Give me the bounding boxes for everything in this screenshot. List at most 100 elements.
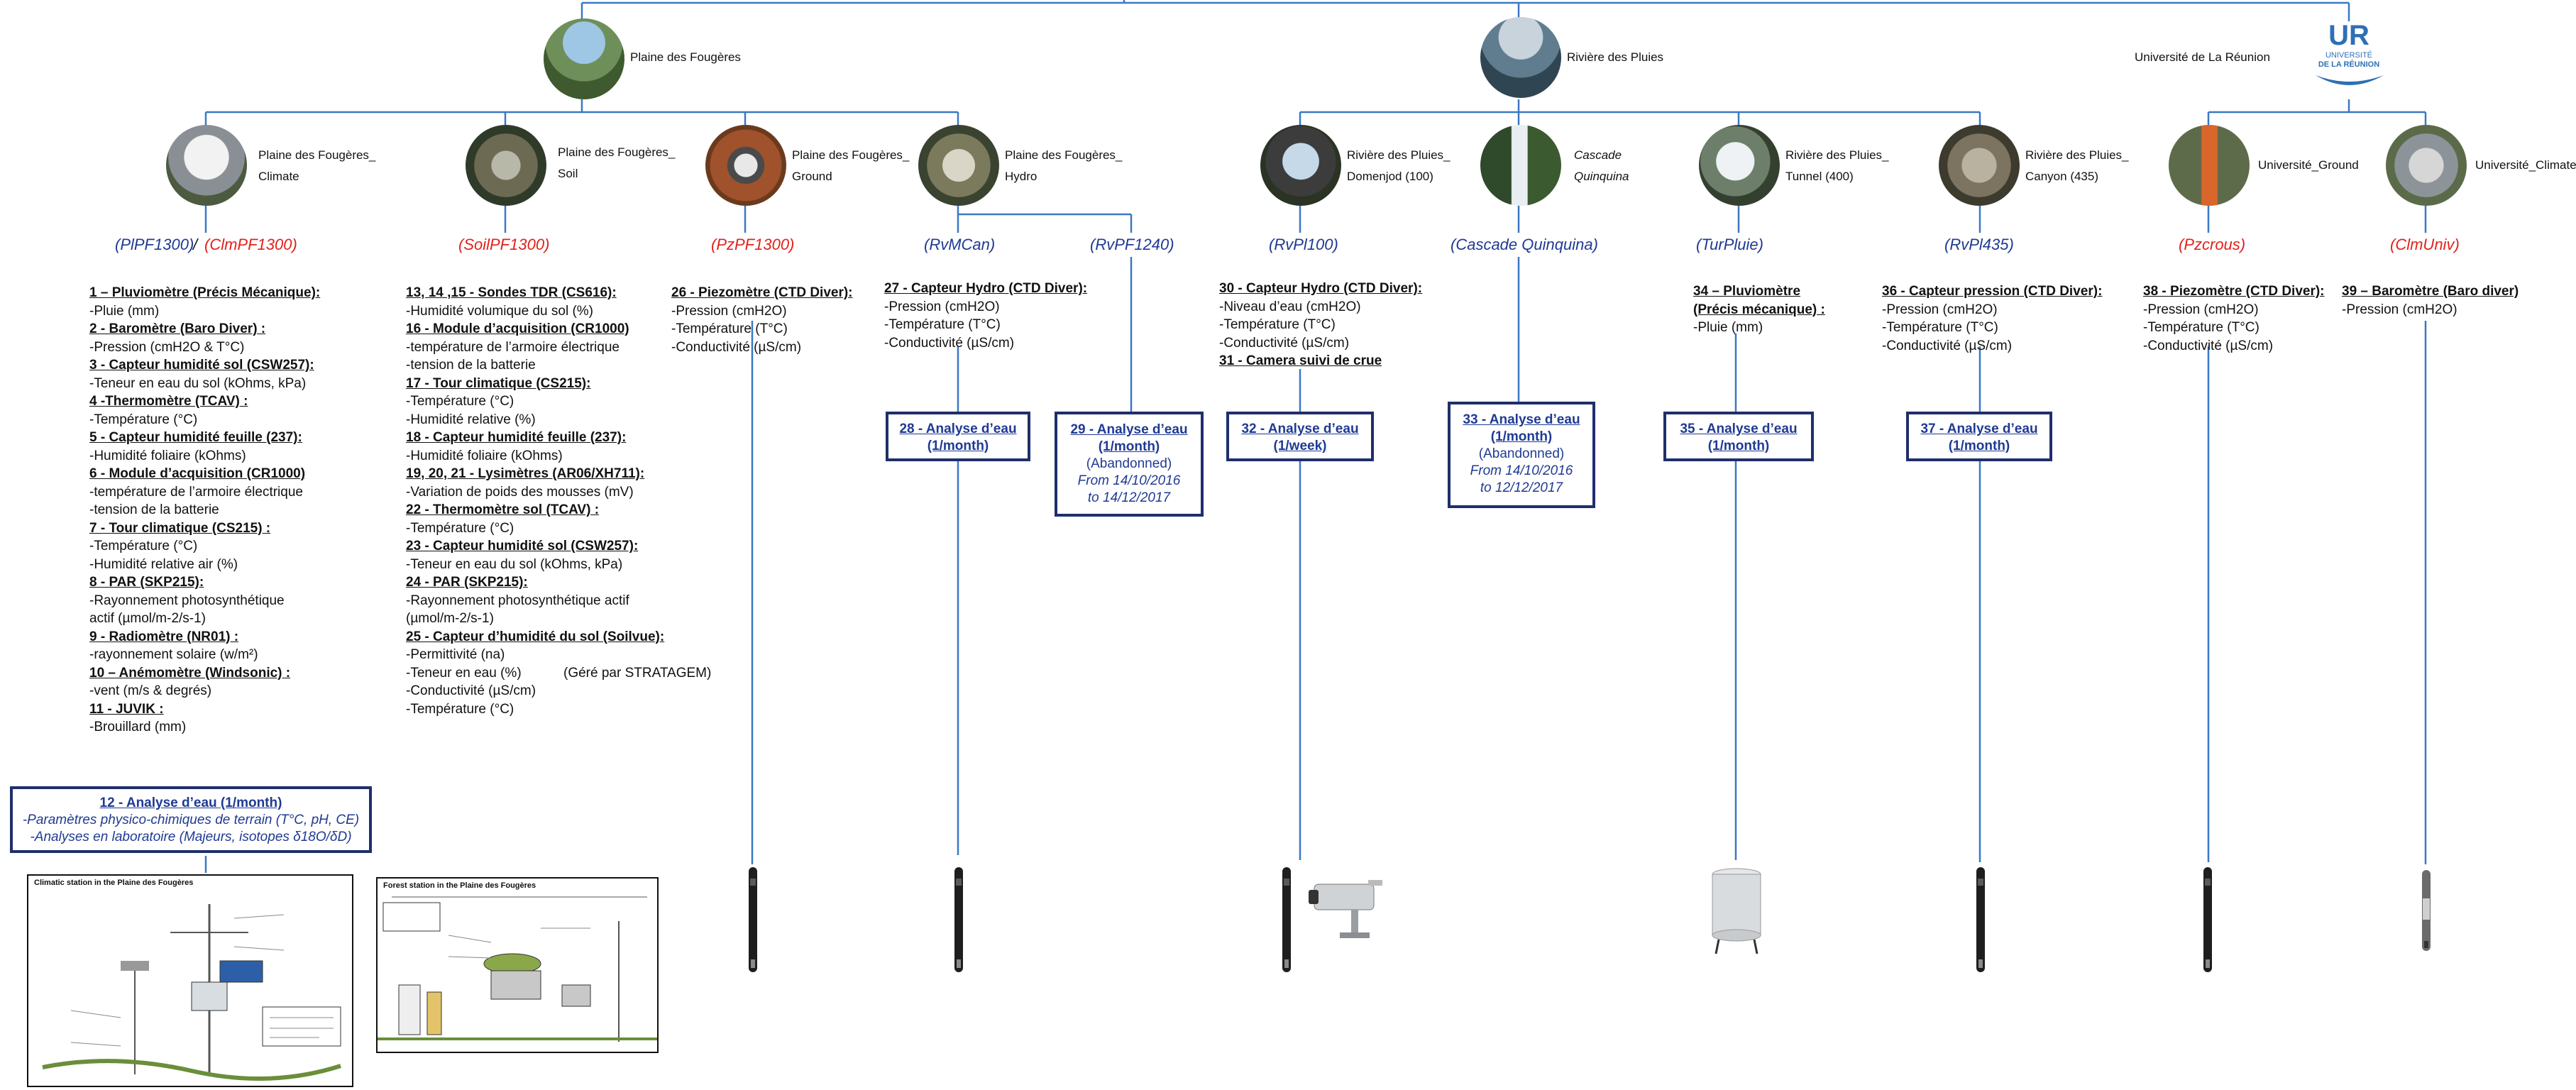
station-photo-canyon [1939,125,2020,206]
sensor-list-ground: 26 - Piezomètre (CTD Diver): -Pression (c… [671,284,853,356]
sensor-parameter: -Température (°C) [406,520,514,536]
station-photo-uground [2169,125,2250,206]
sensor-list-hydro: 27 - Capteur Hydro (CTD Diver): -Pression… [884,280,1087,352]
station-photo-cascade [1480,125,1561,206]
sensor-parameter: -Température (°C) [89,412,198,427]
sensor-parameter: -Brouillard (mm) [89,720,187,734]
sensor-title: 6 - Module d’acquisition (CR1000) [89,466,306,481]
code-slash: / [193,236,198,253]
diver-probe-icon-hydro [954,867,963,972]
location-label-universite: Université de La Réunion [2135,50,2270,64]
sensor-title: 16 - Module d’acquisition (CR1000) [406,321,629,336]
diver-probe-icon-uground [2203,867,2212,972]
station-label-soil: Plaine des Fougères_Soil [558,145,676,180]
sensor-title: 31 - Camera suivi de crue [1219,353,1382,368]
sensor-title: 9 - Radiomètre (NR01) : [89,629,239,644]
sensor-title: 5 - Capteur humidité feuille (237): [89,430,302,445]
forest-station-title: Forest station in the Plaine des Fougère… [383,881,536,890]
sensor-parameter: -Teneur en eau (%) [406,665,522,681]
sensor-parameter: -Pression (cmH2O) [2143,302,2259,317]
station-label-canyon: Rivière des Pluies_Canyon (435) [2025,148,2129,183]
sensor-parameter: -Pression (cmH2O) [1882,302,1998,317]
code-pzcrous: (Pzcrous) [2179,236,2246,253]
code-soil: (SoilPF1300) [458,236,550,253]
sensor-title: 4 -Thermomètre (TCAV) : [89,394,248,409]
sensor-title: 11 - JUVIK : [89,701,164,717]
station-photo-hydro [918,125,999,206]
climatic-station-schematic: Climatic station in the Plaine des Fougè… [27,874,353,1087]
diver-probe-icon-domenjod [1282,867,1291,972]
climatic-station-drawing-icon [42,904,341,1081]
code-rvpl100: (RvPl100) [1269,236,1338,253]
sensor-title: 27 - Capteur Hydro (CTD Diver): [884,281,1088,296]
station-photo-domenjod [1260,125,1341,206]
sensor-title: 7 - Tour climatique (CS215) : [89,520,271,536]
diver-probe-icon-ground [749,867,757,972]
code-rvpl435: (RvPl435) [1944,236,2014,253]
sensor-title: 39 – Baromètre (Baro diver) [2342,284,2519,299]
sensor-parameter: -Conductivité (µS/cm) [1219,335,1350,351]
sensor-parameter: -Humidité foliaire (kOhms) [406,448,563,463]
sensor-parameter: -Conductivité (µS/cm) [2143,338,2274,353]
sensor-title: 36 - Capteur pression (CTD Diver): [1882,284,2103,299]
location-photo-riviere-pluies [1480,17,1561,98]
sensor-parameter: -Humidité foliaire (kOhms) [89,448,246,463]
sensor-title: 3 - Capteur humidité sol (CSW257): [89,358,314,373]
sensor-parameter: -Conductivité (µS/cm) [671,339,802,355]
sensor-parameter: -Pluie (mm) [89,303,160,319]
sensor-title: 24 - PAR (SKP215): [406,575,528,590]
sensor-title: 10 – Anémomètre (Windsonic) : [89,665,291,681]
sensor-parameter: -vent (m/s & degrés) [89,683,212,698]
sensor-parameter: -Pression (cmH2O) [884,299,1000,314]
diver-probe-icon-canyon [1976,867,1985,972]
analysis-box-32: 32 - Analyse d’eau (1/week) [1226,412,1374,461]
sensor-parameter: -Température (T°C) [671,321,788,336]
station-photo-uclimate [2386,125,2467,206]
logo-swoosh-icon [2316,75,2384,85]
sensor-parameter: -Teneur en eau du sol (kOhms, kPa) [89,375,307,391]
sensor-parameter: -Conductivité (µS/cm) [1882,338,2013,353]
location-label-riviere-pluies: Rivière des Pluies [1567,50,1664,64]
sensor-title: 25 - Capteur d’humidité du sol (Soilvue)… [406,629,665,644]
station-label-uclimate: Université_Climate [2475,158,2576,172]
sensor-parameter: -Pression (cmH2O) [671,303,787,319]
sensor-title: 26 - Piezomètre (CTD Diver): [671,285,853,300]
sensor-title: 1 – Pluviomètre (Précis Mécanique): [89,285,321,300]
sensor-parameter: -tension de la batterie [89,502,219,517]
sensor-parameter: -Rayonnement photosynthétique actif [406,593,629,608]
sensor-title: 34 – Pluviomètre [1693,284,1801,299]
sensor-parameter: -Température (°C) [406,701,514,717]
sensor-parameter: -tension de la batterie [406,358,536,373]
sensor-list-uground: 38 - Piezomètre (CTD Diver):-Pression (c… [2143,282,2325,355]
location-photo-plaine-fougeres [544,18,624,99]
rain-gauge-icon [1712,868,1761,954]
sensor-parameter: -Permittivité (na) [406,647,505,662]
sensor-parameter: -Température (T°C) [1882,320,1998,335]
station-label-hydro: Plaine des Fougères_Hydro [1005,148,1123,183]
sensor-title: 22 - Thermomètre sol (TCAV) : [406,502,600,517]
sensor-list-soil: 13, 14 ,15 - Sondes TDR (CS616):-Humidit… [406,284,664,718]
sensor-list-climate: 1 – Pluviomètre (Précis Mécanique): -Plui… [89,284,320,737]
analysis-box-35: 35 - Analyse d’eau (1/month) [1663,412,1814,461]
forest-station-drawing-icon [378,896,657,1042]
sensor-title: 17 - Tour climatique (CS215): [406,375,591,391]
analysis-box-28: 28 - Analyse d’eau (1/month) [886,412,1030,461]
sensor-parameter: -température de l’armoire électrique [89,484,303,500]
university-logo: UR UNIVERSITÉ DE LA RÉUNION [2299,20,2399,99]
station-label-tunnel: Rivière des Pluies_Tunnel (400) [1785,148,1889,183]
sensor-parameter: -Humidité relative (%) [406,412,536,427]
sensor-list-domenjod: 30 - Capteur Hydro (CTD Diver):-Niveau d… [1219,280,1422,370]
sensor-parameter: -Température (°C) [89,539,198,554]
station-photo-climate [166,125,247,206]
logo-mark: UR [2328,20,2369,51]
sensor-title: 23 - Capteur humidité sol (CSW257): [406,539,639,554]
climatic-station-title: Climatic station in the Plaine des Fougè… [34,879,194,887]
sensor-parameter: -Température (T°C) [1219,317,1336,332]
sensor-parameter: -Rayonnement photosynthétique [89,593,285,608]
code-rvp: (RvPF1240) [1090,236,1174,253]
station-photo-ground [705,125,786,206]
station-label-domenjod: Rivière des Pluies_Domenjod (100) [1347,148,1451,183]
station-photo-soil [466,125,546,206]
sensor-title: 19, 20, 21 - Lysimètres (AR06/XH711): [406,466,645,481]
